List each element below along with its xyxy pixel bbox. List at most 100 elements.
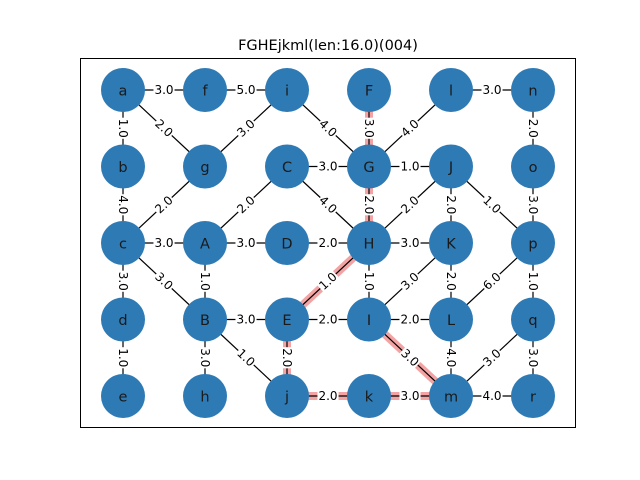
edge-label-group-H-I: 1.0 xyxy=(362,270,376,292)
edge-label-bg xyxy=(116,117,130,139)
edge-label-group-B-E: 3.0 xyxy=(235,312,257,327)
node-label: e xyxy=(119,390,128,406)
edge-weight-label: 2.0 xyxy=(318,236,337,250)
edge-label-bg xyxy=(399,159,421,174)
edge-weight-label: 2.0 xyxy=(400,313,419,327)
edge-label-bg xyxy=(444,270,458,292)
node-label: K xyxy=(446,237,456,253)
node-label: r xyxy=(530,390,536,406)
edge-weight-label: 4.0 xyxy=(116,195,130,214)
edge-weight-label: 3.0 xyxy=(526,348,540,367)
node-label: k xyxy=(365,390,374,406)
node-g: g xyxy=(183,144,227,189)
edge-label-bg xyxy=(362,194,376,216)
edge-weight-label: 3.0 xyxy=(236,313,255,327)
node-label: f xyxy=(202,84,208,100)
edge-label-bg xyxy=(198,347,212,369)
node-circle xyxy=(429,374,473,418)
node-label: L xyxy=(447,313,455,329)
edge-label-bg xyxy=(151,268,177,294)
node-label: c xyxy=(119,237,127,253)
edge-weight-label: 3.0 xyxy=(482,83,501,97)
node-n: n xyxy=(511,68,555,112)
edge-label-group-q-r: 3.0 xyxy=(526,347,540,369)
node-label: q xyxy=(528,313,537,329)
edge-label-group-l-n: 3.0 xyxy=(481,83,503,97)
node-label: j xyxy=(284,390,289,406)
edge-label-bg xyxy=(151,192,177,218)
edge-label-group-K-L: 2.0 xyxy=(444,270,458,292)
node-circle xyxy=(183,144,227,189)
edge-label-group-A-B: 1.0 xyxy=(198,270,212,292)
edge-label-group-c-A: 3.0 xyxy=(153,236,175,250)
edge-label-bg xyxy=(317,389,339,403)
node-h: h xyxy=(183,374,227,418)
edge-label-bg xyxy=(479,268,505,294)
edge-label-group-d-e: 1.0 xyxy=(116,347,130,369)
graph-title: FGHEjkml(len:16.0)(004) xyxy=(238,38,418,54)
node-label: p xyxy=(528,237,537,253)
node-circle xyxy=(347,297,391,342)
node-label: J xyxy=(448,160,453,176)
node-D: D xyxy=(265,221,309,265)
edge-label-bg xyxy=(315,115,341,141)
edge-weight-label: 1.0 xyxy=(116,119,130,138)
node-circle xyxy=(265,374,309,418)
edge-label-group-m-r: 4.0 xyxy=(481,389,503,403)
node-a: a xyxy=(101,68,145,112)
node-B: B xyxy=(183,297,227,342)
edge-label-bg xyxy=(235,236,257,250)
node-k: k xyxy=(347,374,391,418)
edge-label-bg xyxy=(317,312,339,327)
node-circle xyxy=(429,144,473,189)
node-label: E xyxy=(282,313,291,329)
edge-label-group-k-m: 3.0 xyxy=(399,389,421,403)
edge-label-group-p-q: 1.0 xyxy=(526,270,540,292)
edge-weight-label: 3.0 xyxy=(198,348,212,367)
node-circle xyxy=(183,221,227,265)
edge-label-group-I-L: 2.0 xyxy=(399,312,421,327)
node-circle xyxy=(347,144,391,189)
edge-label-group-a-f: 3.0 xyxy=(153,83,175,97)
edge-label-group-G-J: 1.0 xyxy=(399,159,421,174)
node-i: i xyxy=(265,68,309,112)
edge-label-group-F-G: 3.0 xyxy=(362,117,376,139)
edge-label-bg xyxy=(526,117,540,139)
edge-label-bg xyxy=(116,194,130,216)
edge-label-bg xyxy=(362,117,376,139)
node-F: F xyxy=(347,68,391,112)
edge-label-bg xyxy=(479,345,505,371)
edge-weight-label: 4.0 xyxy=(482,389,501,403)
node-circle xyxy=(347,68,391,112)
node-label: i xyxy=(285,84,289,100)
node-d: d xyxy=(101,297,145,342)
edge-label-bg xyxy=(479,192,505,218)
edge-label-bg xyxy=(315,192,341,218)
edge-weight-label: 3.0 xyxy=(154,236,173,250)
edge-label-bg xyxy=(198,270,212,292)
edge-weight-label: 2.0 xyxy=(444,272,458,291)
node-label: I xyxy=(367,313,371,329)
edge-weight-label: 1.0 xyxy=(526,272,540,291)
edge-label-layer: 3.0 5.0 3.0 1.0 2.0 3.0 4.0 3.0 4.0 2.0 3.0 1.0 4.0 2… xyxy=(116,83,540,403)
node-label: l xyxy=(449,84,453,100)
node-circle xyxy=(511,144,555,189)
edge-label-bg xyxy=(397,115,423,141)
node-H: H xyxy=(347,221,391,265)
edge-label-bg xyxy=(444,347,458,369)
edge-label-bg xyxy=(444,194,458,216)
edge-label-bg xyxy=(317,159,339,174)
edge-label-group-D-H: 2.0 xyxy=(317,236,339,250)
edge-label-group-G-H: 2.0 xyxy=(362,194,376,216)
node-circle xyxy=(347,221,391,265)
edge-weight-label: 5.0 xyxy=(236,83,255,97)
edge-label-group-j-k: 2.0 xyxy=(317,389,339,403)
edge-weight-label: 4.0 xyxy=(444,348,458,367)
edge-label-bg xyxy=(233,115,259,141)
node-circle xyxy=(183,374,227,418)
node-circle xyxy=(347,374,391,418)
edge-label-group-B-h: 3.0 xyxy=(198,347,212,369)
edge-label-bg xyxy=(153,236,175,250)
edge-label-bg xyxy=(526,194,540,216)
edge-weight-label: 3.0 xyxy=(526,195,540,214)
